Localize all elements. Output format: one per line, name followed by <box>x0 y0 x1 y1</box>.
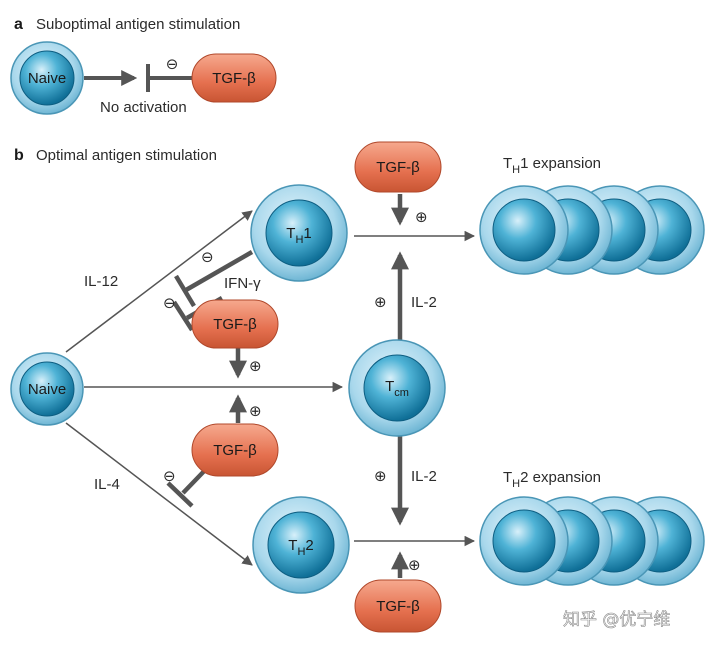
il4-label: IL-4 <box>94 476 120 493</box>
tgf-mid-label: TGF-β <box>213 316 257 333</box>
tgf-beta-top: TGF-β <box>354 141 442 193</box>
minus-symbol-tgf-th2: ⊖ <box>163 467 176 485</box>
th2-expansion-label: TH2 expansion <box>503 469 601 490</box>
panel-a-naive-label: Naive <box>28 70 66 87</box>
tgf-th1-block-bar <box>172 300 194 332</box>
ifn-gamma-label: IFN-γ <box>224 275 261 292</box>
panel-b-letter: b <box>14 147 24 164</box>
naive-to-th1-arrow <box>65 210 253 353</box>
th2-expansion-cells <box>479 496 705 586</box>
tcm-cell: Tcm <box>348 339 446 437</box>
th1-cell: TH1 <box>250 184 348 282</box>
tgf-low-label: TGF-β <box>213 442 257 459</box>
ifn-inhibition-line <box>184 250 254 292</box>
plus-symbol-il2-down: ⊕ <box>374 467 387 485</box>
il2-up-label: IL-2 <box>411 294 437 311</box>
minus-symbol-ifn: ⊖ <box>201 248 214 266</box>
watermark-text: 知乎 @优宁维 <box>563 610 670 630</box>
th2-cell: TH2 <box>252 496 350 594</box>
tgf-bottom-label: TGF-β <box>376 598 420 615</box>
tgf-top-label: TGF-β <box>376 159 420 176</box>
plus-symbol-il2-up: ⊕ <box>374 293 387 311</box>
tgf-th2-block-bar <box>166 481 194 508</box>
minus-symbol-tgf-th1: ⊖ <box>163 294 176 312</box>
plus-symbol-top: ⊕ <box>415 208 428 226</box>
ifn-block-bar <box>174 274 196 308</box>
panel-a-caption: No activation <box>100 99 187 116</box>
plus-symbol-low: ⊕ <box>249 402 262 420</box>
panel-b-naive-label: Naive <box>28 381 66 398</box>
panel-a-title: Suboptimal antigen stimulation <box>36 16 240 33</box>
panel-a-minus-symbol: ⊖ <box>166 55 179 73</box>
il2-down-label: IL-2 <box>411 468 437 485</box>
tgf-beta-mid: TGF-β <box>191 299 279 349</box>
naive-to-th2-arrow <box>65 422 253 566</box>
tgf-beta-bottom: TGF-β <box>354 579 442 633</box>
th1-label: TH1 <box>286 225 311 246</box>
th2-label: TH2 <box>288 537 313 558</box>
tcm-label: Tcm <box>385 378 409 399</box>
plus-symbol-mid: ⊕ <box>249 357 262 375</box>
plus-symbol-bottom: ⊕ <box>408 556 421 574</box>
panel-a-letter: a <box>14 16 23 33</box>
panel-a-tgf-beta: TGF-β <box>191 53 277 103</box>
th1-expansion-label: TH1 expansion <box>503 155 601 176</box>
il12-label: IL-12 <box>84 273 118 290</box>
tgf-beta-low: TGF-β <box>191 423 279 477</box>
th1-expansion-cells <box>479 185 705 275</box>
panel-a-naive-cell: Naive <box>10 41 84 115</box>
panel-b-naive-cell: Naive <box>10 352 84 426</box>
panel-b-title: Optimal antigen stimulation <box>36 147 217 164</box>
panel-a-tgf-label: TGF-β <box>212 70 256 87</box>
